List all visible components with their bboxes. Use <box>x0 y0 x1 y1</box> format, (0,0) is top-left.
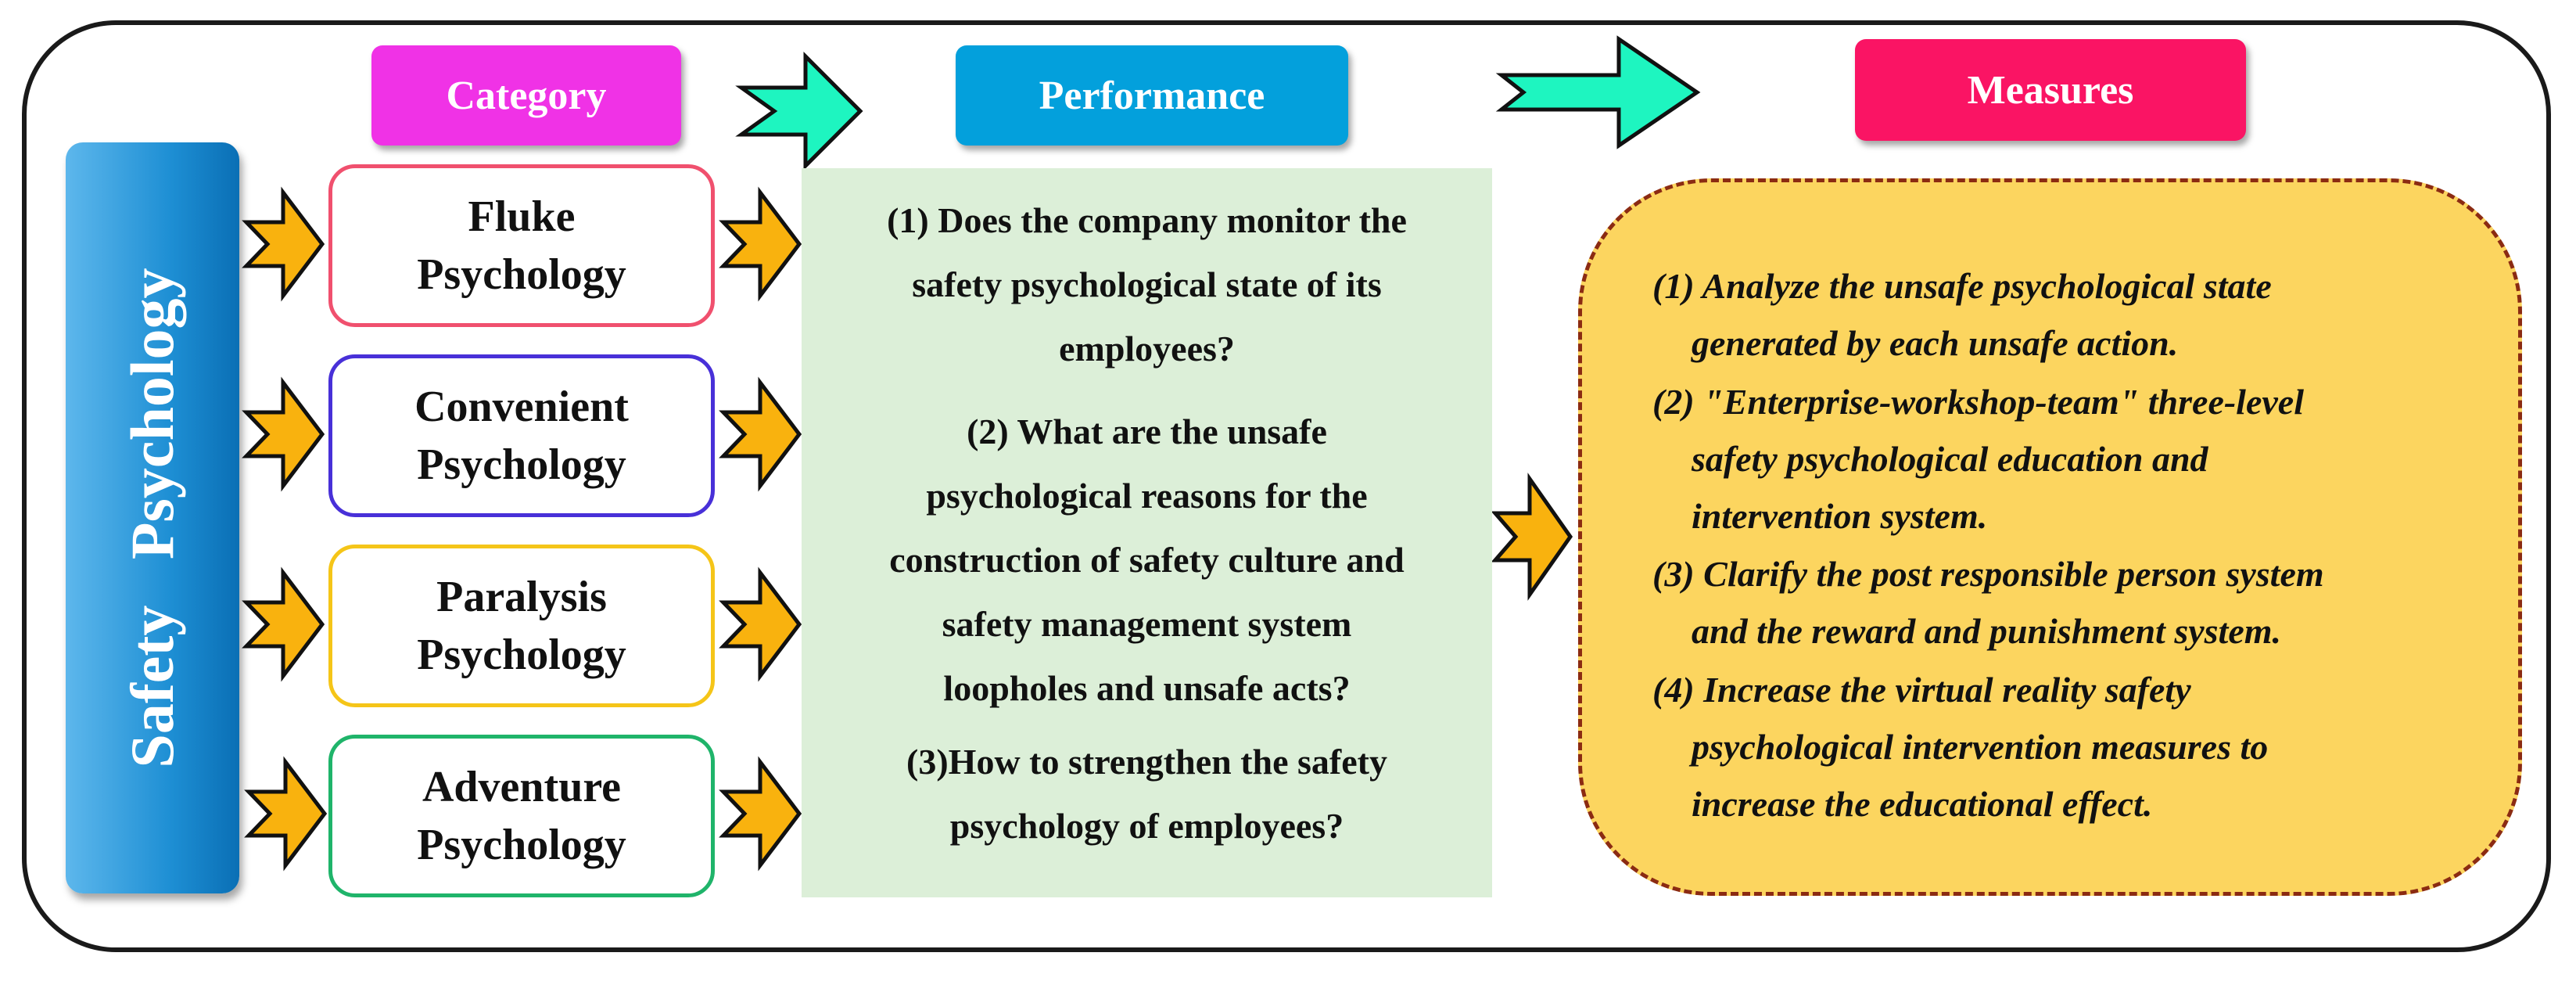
performance-line: (1) Does the company monitor the <box>887 200 1407 240</box>
safety-psychology-bar <box>66 142 239 893</box>
performance-item: (1) Does the company monitor the safety p… <box>802 189 1492 381</box>
measure-item: (1) Analyze the unsafe psychological sta… <box>1652 257 2497 372</box>
performance-line: employees? <box>1059 329 1235 368</box>
performance-panel: (1) Does the company monitor the safety p… <box>802 168 1492 897</box>
category-label-line2: Psychology <box>417 440 626 489</box>
measure-line: generated by each unsafe action. <box>1692 323 2179 363</box>
category-label-line2: Psychology <box>417 250 626 299</box>
performance-line: psychological reasons for the <box>926 476 1368 516</box>
measure-line: and the reward and punishment system. <box>1692 611 2282 651</box>
left-arrow-4-icon <box>244 756 328 872</box>
measure-item: (2) "Enterprise-workshop-team" three-lev… <box>1652 373 2497 545</box>
category-label-line1: Convenient <box>414 383 629 431</box>
performance-line: (3)How to strengthen the safety <box>906 742 1387 782</box>
performance-line: safety management system <box>942 604 1352 644</box>
performance-header: Performance <box>956 45 1348 146</box>
category-label-line1: Paralysis <box>436 573 607 621</box>
performance-line: psychology of employees? <box>949 806 1344 846</box>
left-arrow-3-icon <box>242 566 325 682</box>
measure-line: (4) Increase the virtual reality safety <box>1652 670 2191 710</box>
left-arrow-1-icon <box>242 186 325 302</box>
performance-line: loopholes and unsafe acts? <box>943 668 1351 708</box>
measure-line: intervention system. <box>1692 496 1988 536</box>
measure-line: (1) Analyze the unsafe psychological sta… <box>1652 266 2272 306</box>
performance-line: construction of safety culture and <box>889 540 1405 580</box>
mid-arrow-3-icon <box>719 566 802 682</box>
measure-line: (2) "Enterprise-workshop-team" three-lev… <box>1652 382 2304 422</box>
performance-line: safety psychological state of its <box>912 264 1382 304</box>
performance-item: (3)How to strengthen the safety psycholog… <box>802 730 1492 858</box>
category-header: Category <box>371 45 681 146</box>
measures-panel: (1) Analyze the unsafe psychological sta… <box>1578 178 2522 896</box>
measures-header: Measures <box>1855 39 2246 141</box>
top-arrow-2-icon <box>1495 35 1701 149</box>
performance-item: (2) What are the unsafe psychological rea… <box>802 400 1492 721</box>
top-arrow-1-icon <box>735 51 863 171</box>
measure-line: increase the educational effect. <box>1692 784 2153 824</box>
category-label-line2: Psychology <box>417 631 626 679</box>
mid-arrow-4-icon <box>719 756 802 872</box>
performance-line: (2) What are the unsafe <box>967 412 1327 451</box>
measure-line: safety psychological education and <box>1692 439 2208 479</box>
measures-arrow-icon <box>1491 473 1573 601</box>
measure-line: (3) Clarify the post responsible person … <box>1652 554 2324 594</box>
measure-item: (4) Increase the virtual reality safety p… <box>1652 661 2497 832</box>
category-label-line2: Psychology <box>417 821 626 869</box>
category-label-line1: Fluke <box>468 192 576 241</box>
category-label-line1: Adventure <box>422 763 622 811</box>
measure-line: psychological intervention measures to <box>1692 727 2269 767</box>
safety-psychology-label: Safety Psychology <box>118 268 186 768</box>
mid-arrow-2-icon <box>719 376 802 492</box>
left-arrow-2-icon <box>242 376 325 492</box>
mid-arrow-1-icon <box>719 186 802 302</box>
measure-item: (3) Clarify the post responsible person … <box>1652 545 2497 660</box>
